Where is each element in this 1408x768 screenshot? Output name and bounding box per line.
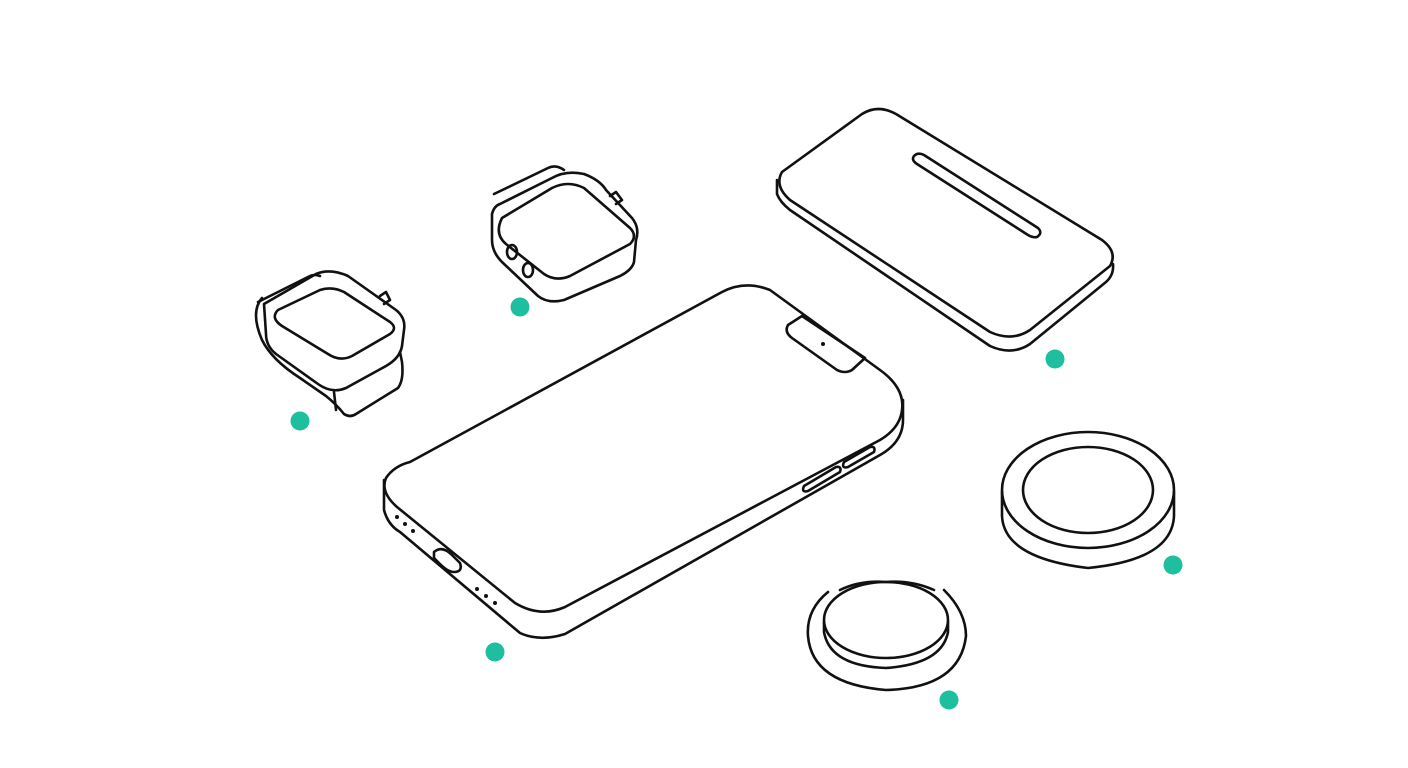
marker-dot-charging-puck[interactable] [1163,555,1183,575]
ring-inner-top [822,580,950,660]
magnetic-ring-icon [806,580,968,692]
charging-port [432,547,463,574]
charging-pad-side [775,178,1115,352]
watch-face [497,182,636,280]
watch-side-button [521,261,535,279]
smartphone-notch [785,314,867,374]
smartwatch-icon [254,270,406,418]
puck-side [1000,490,1176,570]
marker-dot-charging-pad[interactable] [1045,349,1065,369]
puck-top [1000,430,1176,550]
ring-outer-top [838,580,936,592]
smartphone-screen [383,284,904,613]
speaker-holes-right [475,587,497,605]
speaker-holes-left [395,515,415,533]
marker-dot-smartwatch-closed[interactable] [510,297,530,317]
power-button [841,445,876,469]
marker-dot-magnetic-ring[interactable] [939,690,959,710]
watch-case [262,270,406,392]
smartphone-body [382,398,905,640]
volume-button [801,465,842,493]
charging-pad-top [778,107,1114,338]
smartwatch-icon [490,165,639,303]
watch-strap [256,273,322,304]
watch-side-button [505,243,519,261]
charging-pad-slot [911,152,1042,239]
charging-puck-icon [1000,430,1176,570]
ring-inner-side [822,620,950,670]
watch-crown [378,290,392,306]
puck-inner [1021,445,1155,535]
smartphone-icon [382,284,905,640]
ring-outer [806,588,968,692]
marker-dot-smartphone[interactable] [485,642,505,662]
charging-pad-icon [775,107,1115,352]
camera-dot [821,342,825,346]
watch-crown [608,190,624,206]
watch-band [492,165,566,196]
watch-case [490,171,639,303]
watch-band-edge [332,390,338,412]
marker-dot-smartwatch-open[interactable] [290,411,310,431]
watch-screen [273,287,396,360]
